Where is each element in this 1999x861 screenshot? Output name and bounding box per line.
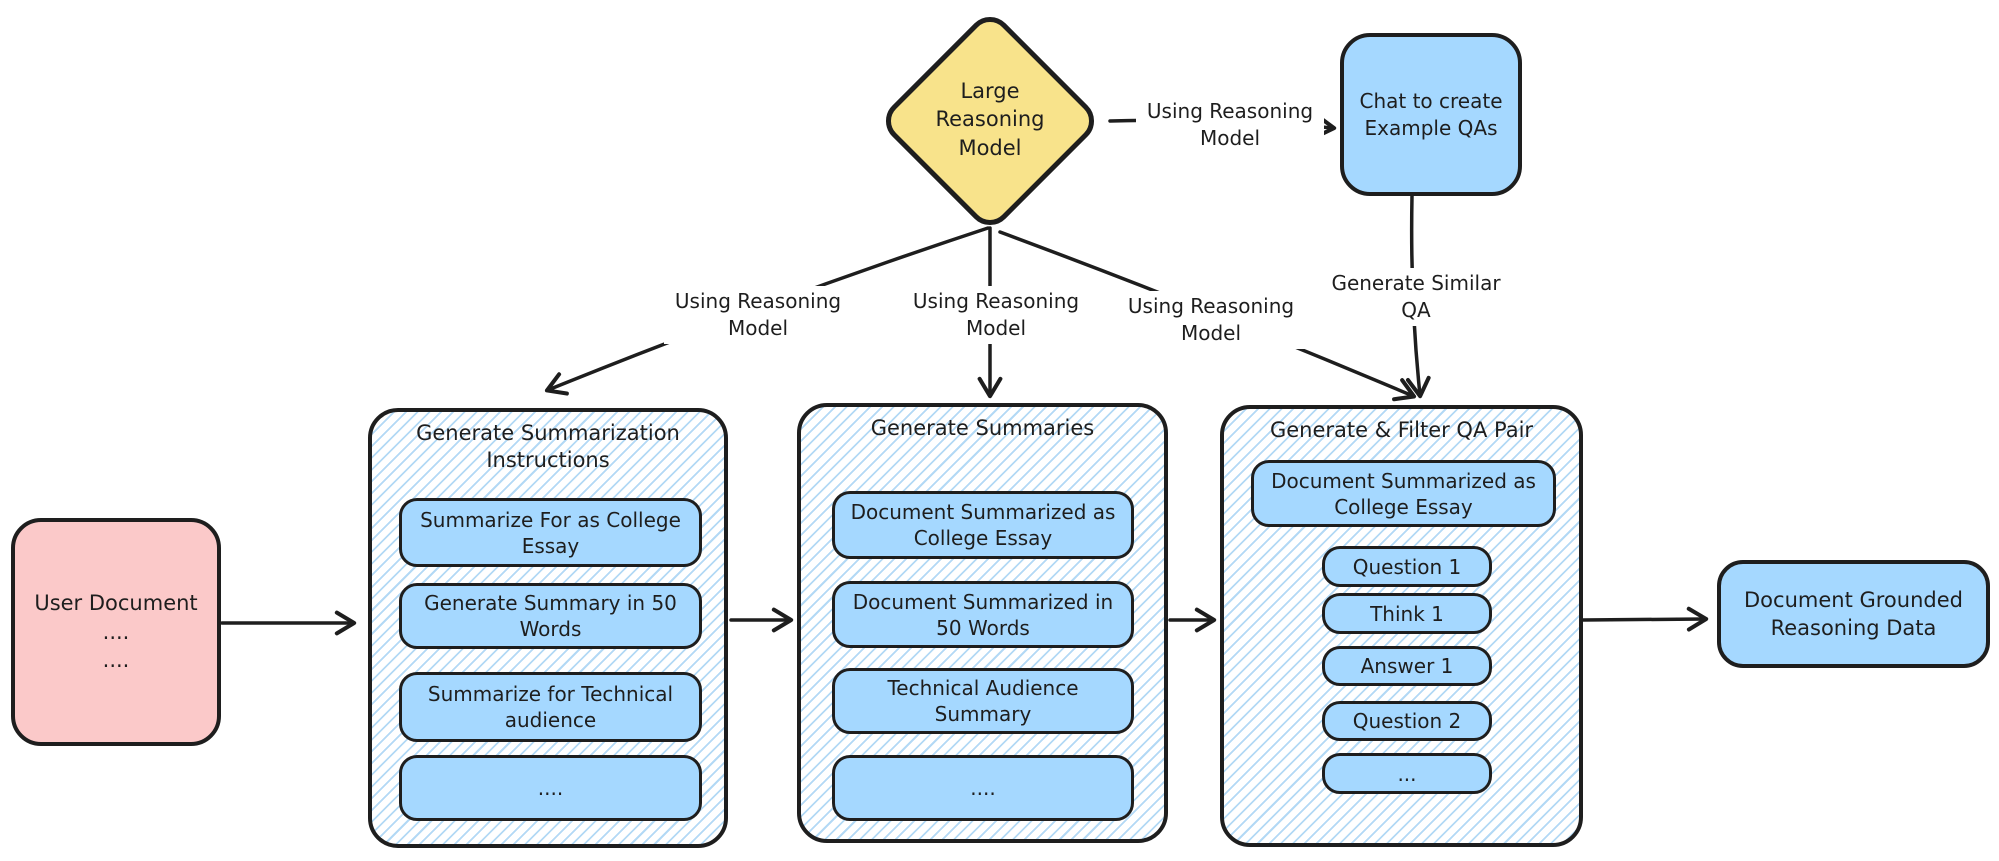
- generate-filter-qa-pair-container: Generate & Filter QA Pair Document Summa…: [1220, 405, 1583, 847]
- summary-item-ellipsis: ....: [832, 755, 1134, 821]
- qa-question-item: Question 2: [1322, 701, 1492, 741]
- container-title: Generate Summarization Instructions: [416, 421, 680, 473]
- instruction-item: Generate Summary in 50 Words: [399, 583, 702, 649]
- summary-item: Document Summarized as College Essay: [832, 491, 1134, 559]
- qa-summary-item: Document Summarized as College Essay: [1251, 460, 1556, 527]
- instruction-item: Summarize For as College Essay: [399, 498, 702, 567]
- summary-item: Technical Audience Summary: [832, 668, 1134, 734]
- large-reasoning-model-label: Large Reasoning Model: [935, 79, 1045, 160]
- generate-summarization-instructions-container: Generate Summarization Instructions Summ…: [368, 408, 728, 848]
- qa-item-ellipsis: ...: [1322, 753, 1492, 794]
- instruction-item-ellipsis: ....: [399, 755, 702, 821]
- arrow-qa-to-output: [1581, 606, 1709, 632]
- edge-label-using-reasoning-model-summaries: Using Reasoning Model: [902, 286, 1090, 344]
- instruction-item: Summarize for Technical audience: [399, 672, 702, 742]
- generate-summaries-container: Generate Summaries Document Summarized a…: [797, 403, 1168, 843]
- summary-item: Document Summarized in 50 Words: [832, 581, 1134, 648]
- container-title: Generate & Filter QA Pair: [1269, 418, 1534, 442]
- user-document-node: User Document .... ....: [11, 518, 221, 746]
- edge-label-generate-similar-qa: Generate Similar QA: [1322, 268, 1510, 326]
- container-title: Generate Summaries: [870, 416, 1095, 440]
- chat-to-create-example-qas-node: Chat to create Example QAs: [1340, 33, 1522, 196]
- edge-label-using-reasoning-model-qa: Using Reasoning Model: [1117, 291, 1305, 349]
- qa-think-item: Think 1: [1322, 593, 1492, 634]
- document-grounded-reasoning-data-node: Document Grounded Reasoning Data: [1717, 560, 1990, 668]
- qa-answer-item: Answer 1: [1322, 646, 1492, 686]
- edge-label-using-reasoning-model-instructions: Using Reasoning Model: [664, 286, 852, 344]
- edge-label-using-reasoning-model-chat: Using Reasoning Model: [1136, 96, 1324, 154]
- qa-question-item: Question 1: [1322, 546, 1492, 587]
